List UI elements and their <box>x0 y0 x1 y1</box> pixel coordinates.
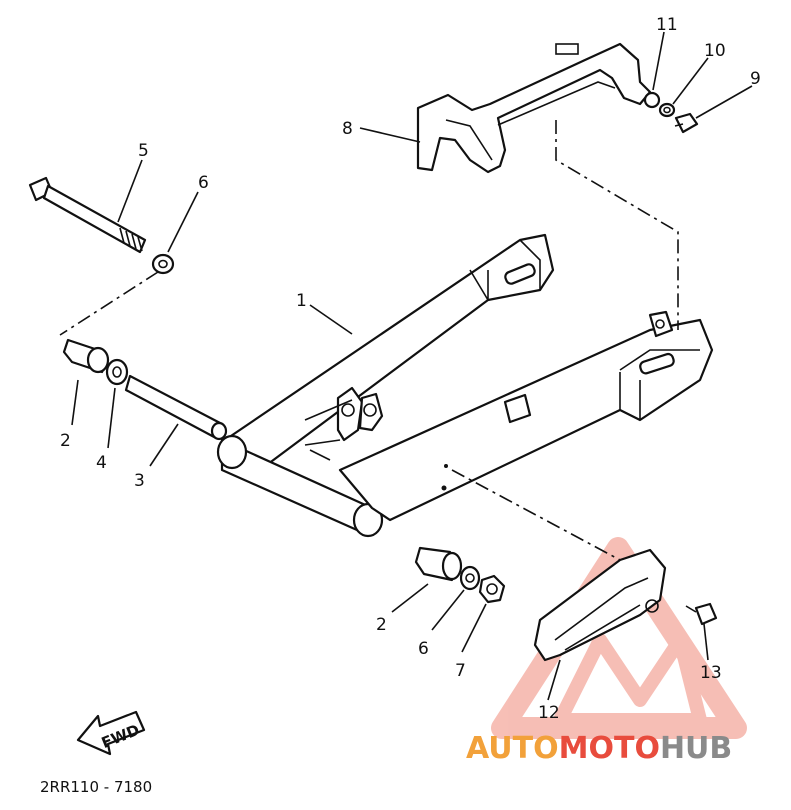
watermark-text: AUTOMOTOHUB <box>466 731 732 766</box>
bolt-part-13 <box>685 602 718 626</box>
watermark-part-auto: AUTO <box>466 731 559 766</box>
bushing-part-2-right <box>414 546 463 582</box>
pivot-bolt-part-5 <box>28 176 147 254</box>
callout-3: 3 <box>134 471 145 491</box>
callout-1: 1 <box>296 291 307 311</box>
callout-13: 13 <box>700 663 722 683</box>
callout-12: 12 <box>538 703 560 723</box>
nut-part-11 <box>643 91 661 109</box>
svg-text:AUTOMOTOHUB: AUTOMOTOHUB <box>466 731 732 766</box>
callout-7: 7 <box>455 661 466 681</box>
washer-part-6-lower <box>459 565 481 591</box>
callout-10: 10 <box>704 41 726 61</box>
drawing-code: 2RR110 - 7180 <box>40 778 152 796</box>
callout-labels: 1 2 2 3 4 5 6 6 7 8 9 10 11 12 13 <box>60 15 761 723</box>
callout-11: 11 <box>656 15 678 35</box>
chain-protector-part-12 <box>533 548 667 662</box>
callout-6-upper: 6 <box>198 173 209 193</box>
callout-8: 8 <box>342 119 353 139</box>
callout-2-right: 2 <box>376 615 387 635</box>
bushing-part-2-left <box>62 338 110 374</box>
chain-guide-part-8 <box>416 42 652 174</box>
washer-part-4 <box>105 358 129 386</box>
callout-2-left: 2 <box>60 431 71 451</box>
alignment-lines <box>59 120 679 561</box>
pivot-tube-part-3 <box>124 374 228 441</box>
callout-9: 9 <box>750 69 761 89</box>
nut-part-7 <box>478 574 506 604</box>
callout-6-lower: 6 <box>418 639 429 659</box>
callout-4: 4 <box>96 453 107 473</box>
leader-lines <box>71 31 753 701</box>
callout-5: 5 <box>138 141 149 161</box>
fwd-arrow-icon: FWD <box>76 710 146 756</box>
swingarm-part-1 <box>216 233 714 538</box>
washer-part-6-upper <box>151 253 175 275</box>
watermark-part-moto: MOTO <box>559 731 660 766</box>
washer-part-10 <box>658 102 676 118</box>
bolt-part-9 <box>674 112 699 134</box>
watermark-part-hub: HUB <box>660 731 732 766</box>
